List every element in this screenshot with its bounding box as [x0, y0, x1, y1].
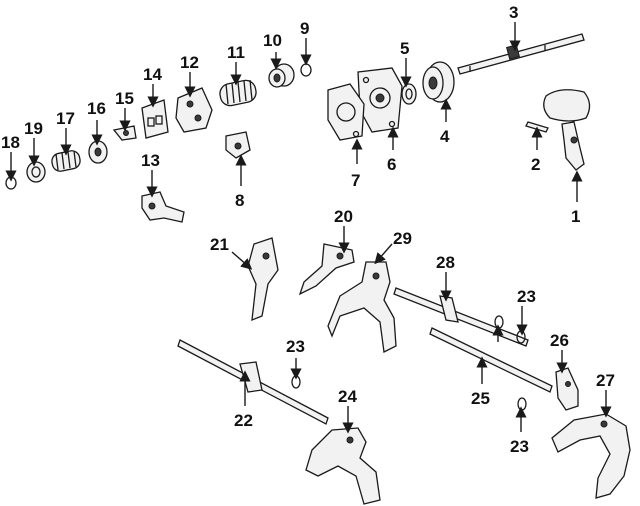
- label-22: 22: [234, 411, 253, 430]
- label-2: 2: [531, 155, 540, 174]
- part-plate: [175, 87, 213, 133]
- part-shift-lever: [543, 89, 591, 171]
- label-20: 20: [334, 207, 353, 226]
- label-29: 29: [393, 229, 412, 248]
- label-1: 1: [571, 207, 580, 226]
- label-19: 19: [24, 119, 43, 138]
- part-switch: [141, 191, 185, 223]
- label-17: 17: [56, 109, 75, 128]
- label-7: 7: [351, 171, 360, 190]
- label-15: 15: [115, 89, 134, 108]
- part-washer: [26, 161, 46, 183]
- label-23-upper-right: 23: [517, 287, 536, 306]
- label-8: 8: [235, 191, 244, 210]
- part-fork-21: [247, 237, 279, 322]
- part-clip-9: [300, 63, 312, 77]
- label-10: 10: [263, 31, 282, 50]
- label-23-left: 23: [286, 337, 305, 356]
- label-25: 25: [471, 389, 490, 408]
- label-16: 16: [87, 99, 106, 118]
- part-gasket: [327, 83, 365, 141]
- label-12: 12: [180, 53, 199, 72]
- label-13: 13: [141, 151, 160, 170]
- part-rail-28: [393, 287, 529, 347]
- label-14: 14: [143, 65, 162, 84]
- part-seal: [401, 83, 417, 105]
- part-knob: [225, 131, 251, 159]
- label-9: 9: [300, 19, 309, 38]
- part-fork-29: [327, 261, 397, 353]
- label-26: 26: [550, 331, 569, 350]
- label-5: 5: [400, 39, 409, 58]
- part-housing: [357, 67, 403, 133]
- label-11: 11: [227, 43, 245, 62]
- part-bushing: [268, 63, 295, 88]
- part-spring-11: [219, 79, 257, 107]
- part-rail-25: [429, 327, 553, 393]
- label-24: 24: [338, 387, 357, 406]
- part-bracket-26: [555, 367, 579, 411]
- part-main-shaft: [457, 33, 585, 75]
- part-cover: [422, 61, 455, 103]
- part-clip-23d: [517, 397, 527, 411]
- part-rail-22: [177, 339, 329, 425]
- part-spring-17: [51, 150, 81, 172]
- part-clip-18: [5, 176, 17, 190]
- part-bracket: [141, 99, 169, 139]
- label-23-lower-right: 23: [510, 437, 529, 456]
- part-clip-23b: [494, 315, 504, 329]
- label-4: 4: [440, 127, 450, 146]
- part-fork-20: [298, 243, 355, 296]
- label-28: 28: [436, 253, 455, 272]
- part-pin: [525, 121, 549, 133]
- part-clip-23a: [291, 375, 301, 389]
- label-18: 18: [1, 133, 20, 152]
- label-27: 27: [596, 371, 615, 390]
- part-fork-24: [305, 427, 381, 505]
- label-3: 3: [509, 3, 518, 22]
- label-6: 6: [387, 155, 396, 174]
- callouts: 1 2 3 4 5 6 7 8 9 10 11 12 13: [1, 3, 615, 456]
- label-21: 21: [210, 235, 229, 254]
- part-fork-27: [551, 413, 631, 499]
- part-lever-15: [112, 125, 137, 141]
- part-nut: [88, 140, 108, 164]
